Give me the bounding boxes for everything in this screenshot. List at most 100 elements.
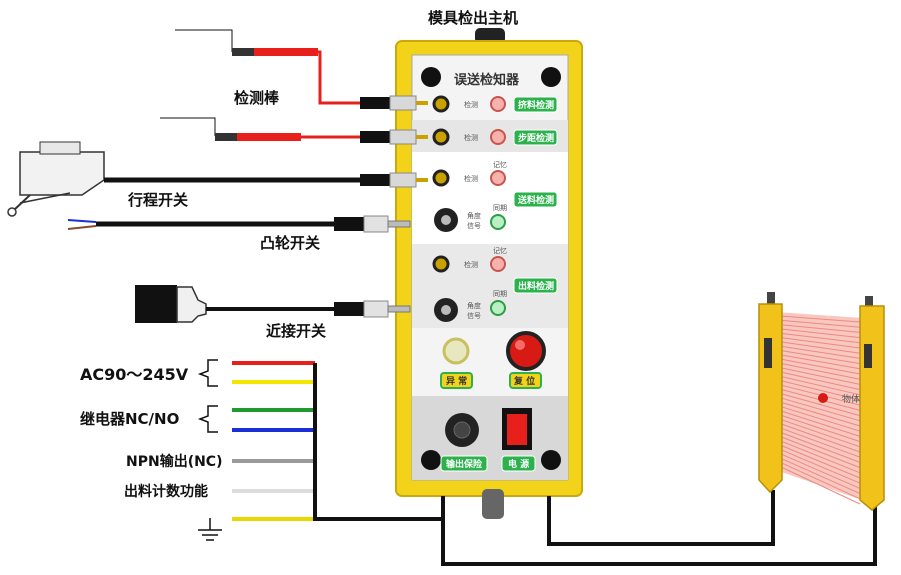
power-label: 电 源 [508,458,529,470]
output-protect-label: 输出保险 [446,458,483,470]
beam-line [779,358,861,375]
beam-line [779,341,861,354]
rca-jack [432,169,450,187]
pitch-detect-button[interactable] [513,129,558,146]
probe-rod-2 [215,133,237,141]
pitch-detect-label: 步距检测 [518,132,554,144]
indicator-led [490,300,506,316]
beam-line [779,401,861,427]
rca-plug-pin [416,178,428,182]
rca-plug [360,174,390,186]
reset-button[interactable] [509,372,542,389]
rca-jack [432,255,450,273]
beam-line [779,405,861,432]
curtain-cable-1 [441,506,877,566]
beam-line [779,362,861,380]
beam-line [779,315,861,323]
rca-plug [360,131,390,143]
main-power-cable [313,363,445,521]
screw-icon [541,450,561,470]
feed-detect-label: 送料检测 [517,194,554,206]
angle-label: 角度 [467,301,481,310]
power-switch-rocker[interactable] [507,414,527,445]
counter-label: 出料计数功能 [124,483,208,500]
detect-label: 检测 [464,133,478,142]
output-protect-button[interactable] [440,455,488,472]
cam-switch-label: 凸轮开关 [260,234,320,252]
rca-jack [432,128,450,146]
beam-line [779,435,861,469]
cam-wire-blue [67,219,97,223]
ground-icon [198,518,222,541]
relay-brace [197,405,218,433]
beam-line [779,349,861,365]
power-button[interactable] [501,455,536,472]
travel-switch-label: 行程开关 [127,191,188,209]
beam-line [779,444,861,479]
light-curtain-beams [776,312,862,505]
beam-line [779,466,861,505]
probe-rod-1 [232,48,254,56]
extrude-detect-label: 挤料检测 [518,99,554,111]
feed-detect-button[interactable] [513,191,558,208]
jack-plug-pin [387,220,411,228]
beam-line [779,431,861,463]
beam-line [779,453,861,489]
abnormal-label: 异 常 [446,375,467,387]
angle-label: 角度 [467,211,481,220]
beam-line [779,423,861,453]
beam-line [779,461,861,500]
sync-label: 同期 [493,290,507,298]
beam-line [779,328,861,339]
jack-plug-tip [363,215,389,233]
beam-line [779,354,861,370]
probe-wire-1 [318,50,360,105]
rca-plug-tip [389,129,417,145]
jack-socket [441,305,451,315]
bottom-connector [482,489,504,519]
abnormal-lamp [442,337,470,365]
abnormal-button[interactable] [440,372,473,389]
signal-label: 信号 [467,221,481,230]
beam-line [779,332,861,344]
light-curtain-receiver [859,296,885,511]
beam-line [779,337,861,349]
indicator-led [490,129,506,145]
beam-line [779,345,861,359]
reset-button-highlight [515,340,525,350]
discharge-detect-label: 出料检测 [518,280,554,292]
probe-arm-1 [175,29,233,52]
jack-socket [441,215,451,225]
reset-button-cap[interactable] [506,331,546,371]
proximity-switch-head [176,286,207,323]
detect-label: 检测 [464,100,478,109]
travel-switch-icon [7,141,105,217]
signal-label: 信号 [467,311,481,320]
beam-line [779,319,861,328]
object-label: 物体 [842,393,860,405]
jack-plug-pin [387,305,411,313]
jack-plug [334,302,364,316]
beam-line [779,380,861,401]
probe-sleeve-2 [237,133,301,141]
rca-plug-tip [389,172,417,188]
beam-line [779,392,861,417]
device-title: 误送检知器 [454,72,520,88]
indicator-led [490,96,506,112]
beam-line [779,375,861,396]
screw-icon [541,67,561,87]
curtain-cable-2 [547,490,775,546]
rca-plug-tip [389,95,417,111]
memory-label: 记忆 [493,246,507,255]
beam-line [779,410,861,437]
main-title: 模具检出主机 [428,9,518,27]
beam-line [779,457,861,495]
beam-line [779,418,861,448]
rca-jack [432,95,450,113]
jack-plug-tip [363,300,389,318]
probe-arm-2 [160,117,216,136]
probe-sleeve-1 [254,48,318,56]
discharge-detect-button[interactable] [513,277,558,294]
extrude-detect-button[interactable] [513,96,558,113]
jack-plug [334,217,364,231]
